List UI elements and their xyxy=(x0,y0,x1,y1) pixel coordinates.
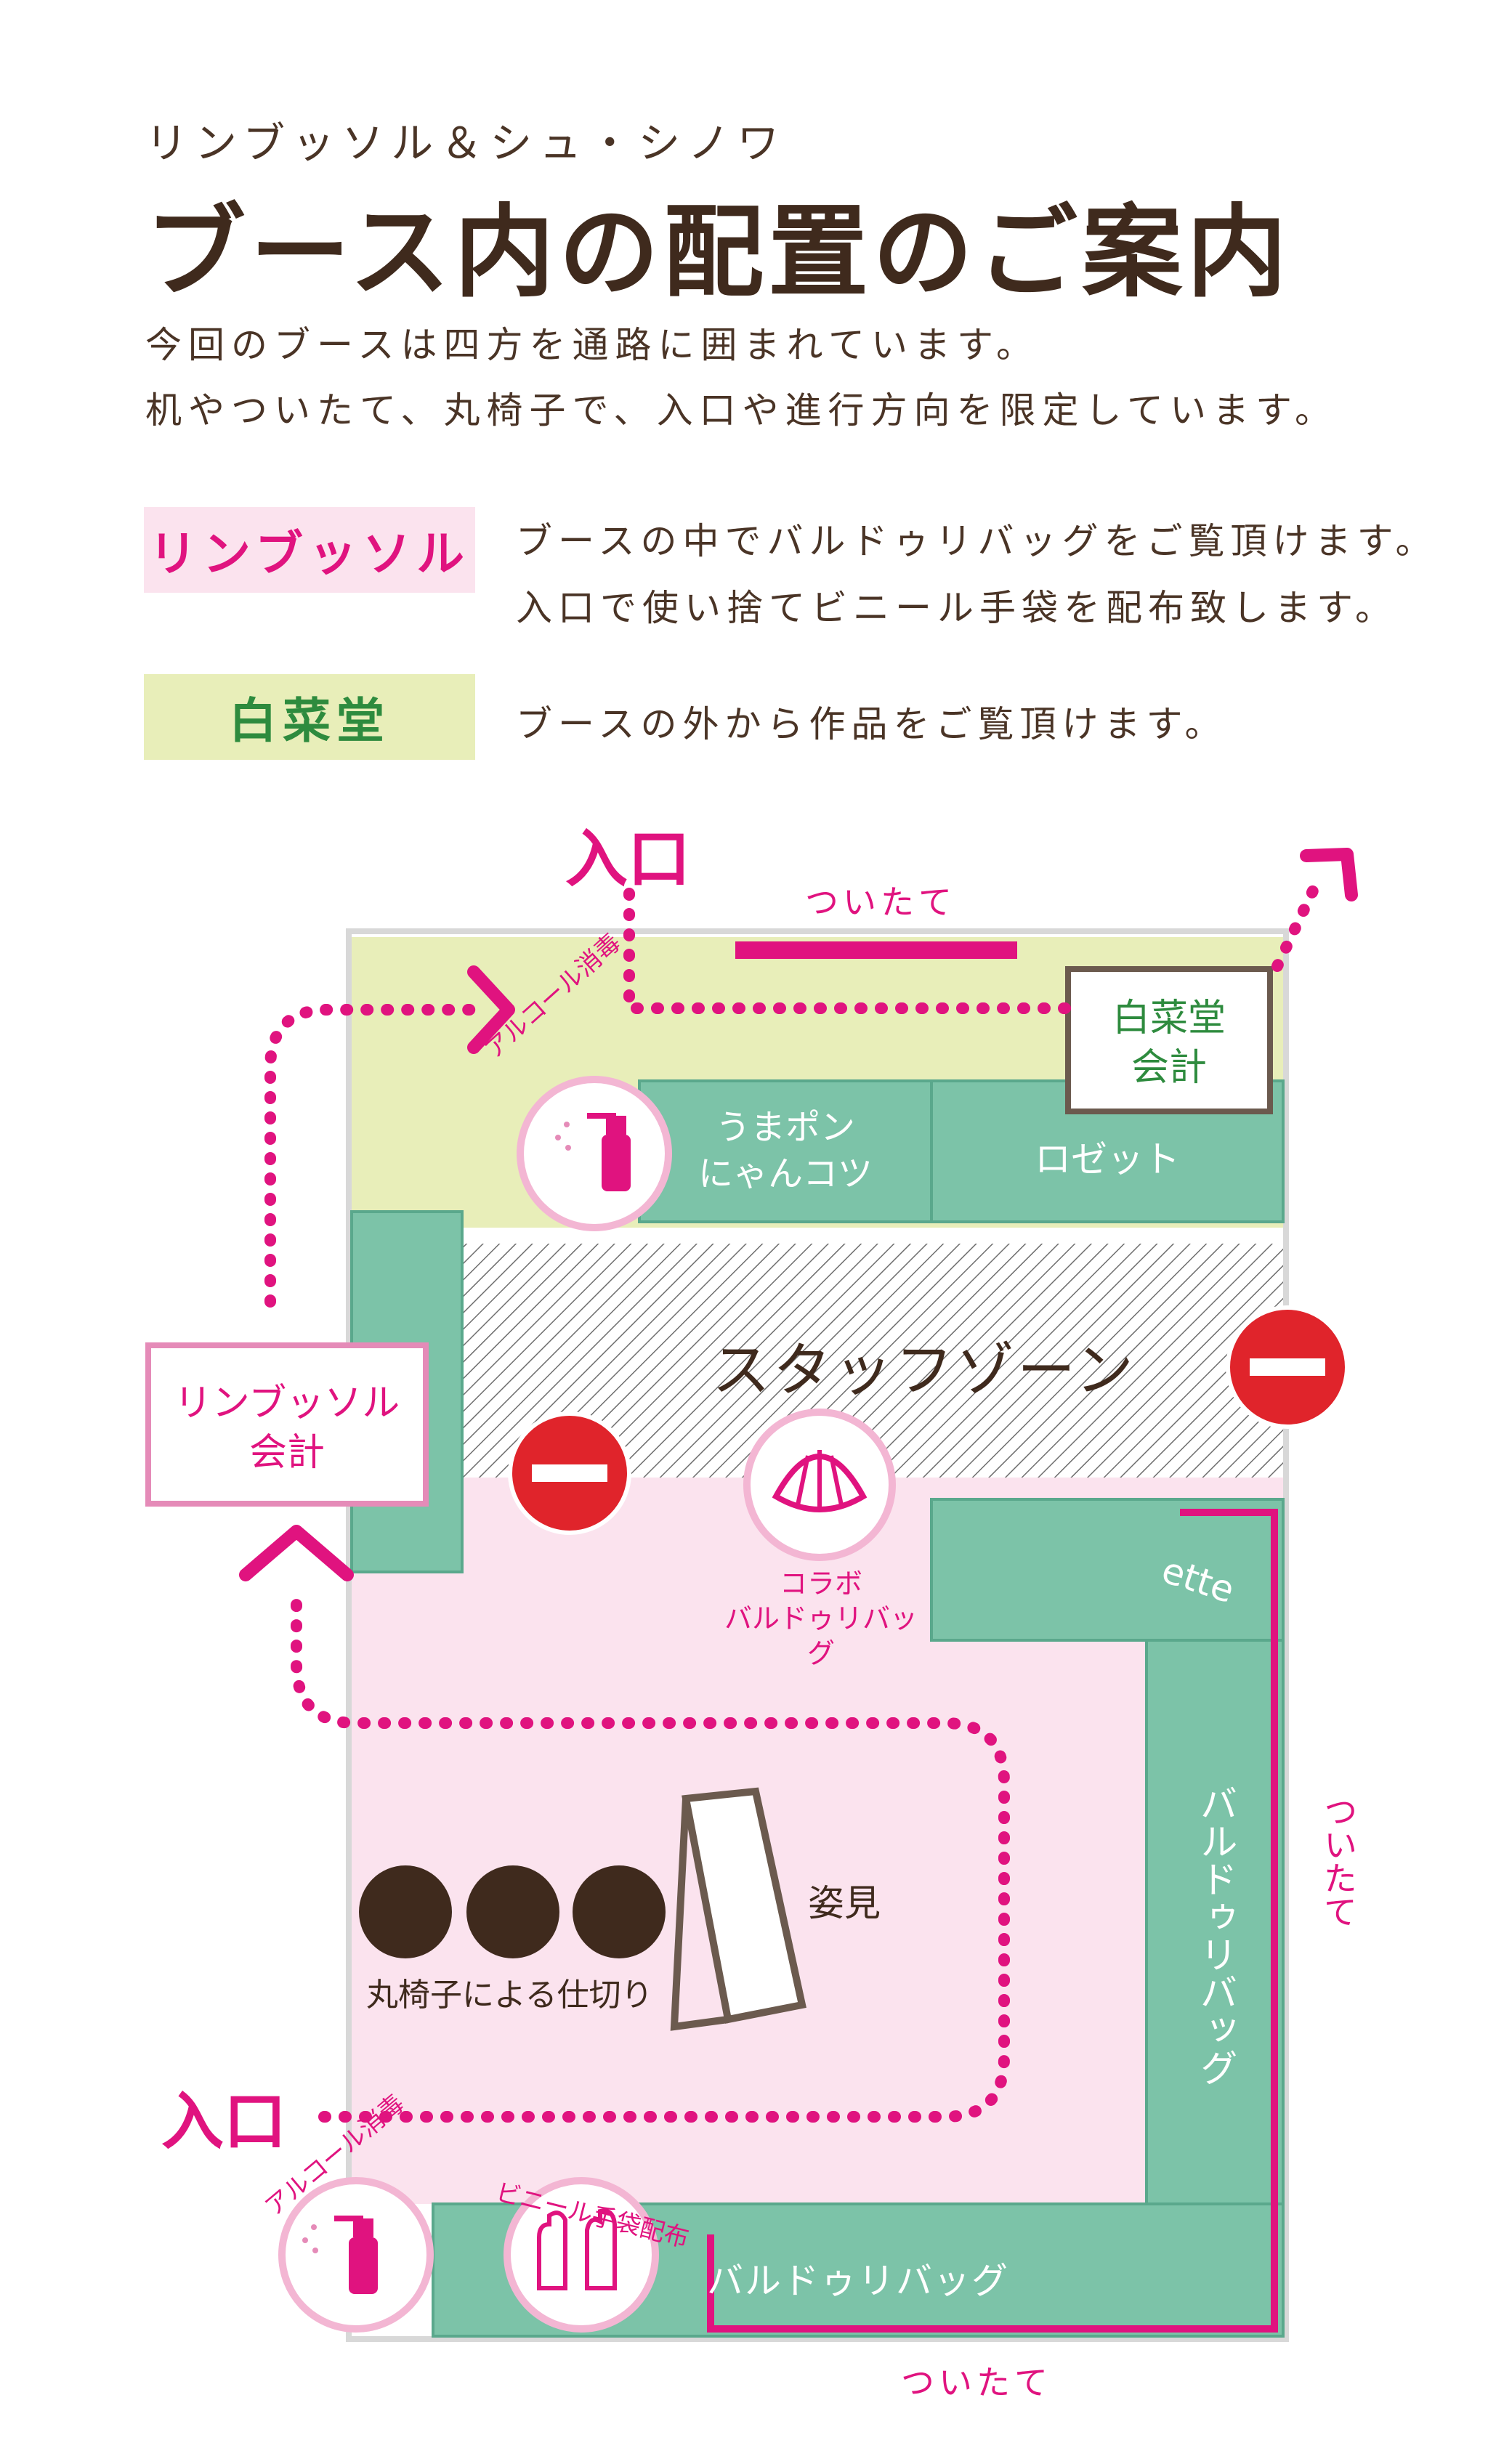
rinbussoru-register-line-2: 会計 xyxy=(248,1431,325,1475)
legend-tag-hakusaido: 白菜堂 xyxy=(144,674,475,760)
arrow-head-right xyxy=(467,965,515,1054)
arrow-head-exit xyxy=(1300,848,1358,901)
alcohol-icon-bottom xyxy=(278,2177,434,2333)
collab-line-2: バルドゥリバッグ xyxy=(724,1602,918,1669)
rinbussoru-zone xyxy=(352,1478,1283,2204)
table-ette xyxy=(930,1498,1285,1642)
table-bag-bottom-label: バルドゥリバッグ xyxy=(707,2260,1009,2302)
stool-3 xyxy=(573,1865,666,1958)
mirror-label: 姿見 xyxy=(808,1882,881,1924)
stool-1 xyxy=(359,1865,452,1958)
entrance-bottom-label: 入口 xyxy=(161,2086,286,2158)
table-umapon-line-2: にゃんコツ xyxy=(698,1154,873,1194)
gloves-icon xyxy=(504,2177,659,2333)
partition-right xyxy=(707,1509,1278,2333)
legend-tag-rinbussoru: リンブッソル xyxy=(144,507,475,593)
hakusaido-register-label: 白菜堂 会計 xyxy=(1068,994,1270,1093)
path-left-loop xyxy=(264,1004,485,1308)
collab-line-1: コラボ xyxy=(779,1568,862,1600)
rinbussoru-register-line-1: リンブッソル xyxy=(174,1382,400,1425)
path-main-loop xyxy=(291,1585,1010,2123)
collab-shell-icon xyxy=(743,1409,896,1561)
table-rosette-label: ロゼット xyxy=(1035,1138,1180,1180)
table-umapon-line-1: うまポン xyxy=(715,1107,855,1148)
legend-hakusaido-line-1: ブースの外から作品をご覧頂けます。 xyxy=(516,703,1227,745)
table-bag-vertical-label: バルドゥリバッグ xyxy=(1193,1784,1237,2086)
hakusaido-register-box xyxy=(1065,966,1273,1114)
mirror-icon xyxy=(670,1787,806,2031)
alcohol-icon-top xyxy=(517,1076,672,1231)
rinbussoru-register-box xyxy=(145,1342,429,1507)
no-entry-sign-right xyxy=(1226,1305,1349,1429)
partition-top xyxy=(735,941,1017,959)
table-umapon-label: うまポン にゃんコツ xyxy=(639,1104,931,1197)
collab-label: コラボ バルドゥリバッグ xyxy=(712,1566,930,1671)
hakusaido-register-line-2: 会計 xyxy=(1131,1046,1207,1090)
partition-right-label: ついたて xyxy=(1319,1794,1358,1928)
path-to-exit xyxy=(1271,880,1321,972)
hakusaido-register-line-1: 白菜堂 xyxy=(1112,997,1226,1040)
no-entry-sign-left xyxy=(508,1411,631,1535)
stool-2 xyxy=(466,1865,559,1958)
intro-line-1: 今回のブースは四方を通路に囲まれています。 xyxy=(145,324,1039,366)
stools-label: 丸椅子による仕切り xyxy=(366,1977,653,2014)
partition-bottom-label: ついたて xyxy=(901,2363,1052,2402)
page-title: ブース内の配置のご案内 xyxy=(145,194,1292,311)
staff-zone-label: スタッフゾーン xyxy=(712,1337,1136,1404)
table-umapon xyxy=(638,1079,933,1223)
rinbussoru-register-label: リンブッソル 会計 xyxy=(148,1379,426,1478)
subtitle: リンブッソル＆シュ・シノワ xyxy=(145,118,787,168)
path-top-entry xyxy=(623,888,1071,1014)
entrance-top-label: 入口 xyxy=(565,823,690,896)
partition-top-label: ついたて xyxy=(805,883,956,922)
intro-line-2: 机やついたて、丸椅子で、入口や進行方向を限定しています。 xyxy=(145,389,1338,431)
legend-rinbussoru-line-1: ブースの中でバルドゥリバッグをご覧頂けます。 xyxy=(516,520,1438,562)
legend-rinbussoru-line-2: 入口で使い捨てビニール手袋を配布致します。 xyxy=(516,587,1397,629)
arrow-head-up xyxy=(239,1525,354,1581)
